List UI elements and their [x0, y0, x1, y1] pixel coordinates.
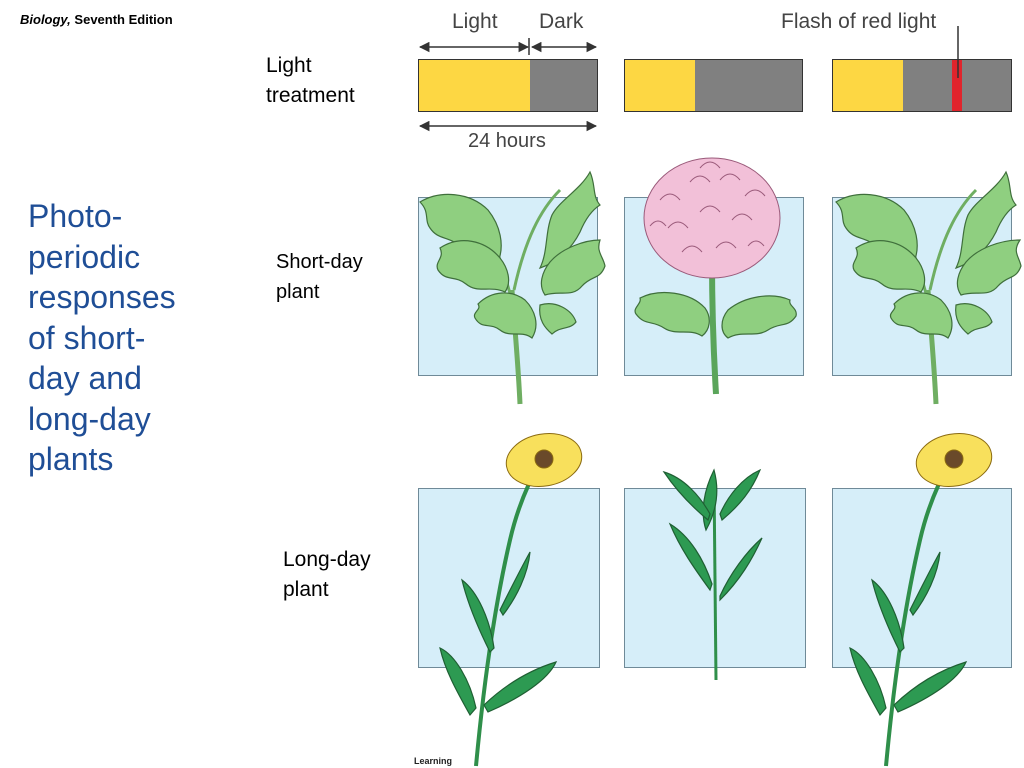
dark-period-label: Dark — [539, 10, 584, 33]
dark-segment — [530, 60, 597, 111]
light-period-label: Light — [452, 10, 498, 33]
publisher-credit: Learning — [414, 756, 453, 766]
chrysanthemum-bloom — [643, 157, 781, 279]
duration-label: 24 hours — [468, 130, 546, 152]
yellow-flower-head — [505, 433, 583, 487]
panel-long-day-1 — [418, 488, 600, 668]
long-day-plant-vegetative — [662, 468, 763, 681]
red-flash-label: Flash of red light — [781, 10, 937, 33]
dark-segment — [695, 60, 802, 111]
row-label-long-day-plant: Long-day plant — [283, 548, 371, 601]
book-edition: Seventh Edition — [74, 12, 173, 27]
light-segment — [625, 60, 695, 111]
light-dark-bar-1 — [418, 59, 598, 112]
row-label-light-treatment: Light treatment — [266, 54, 355, 107]
textbook-edition-label: Biology, Seventh Edition — [20, 12, 173, 27]
short-day-plant-vegetative-1 — [419, 170, 606, 405]
red-flash-segment — [952, 60, 962, 111]
light-duration-arrow — [418, 38, 530, 55]
long-day-plant-flowering-3 — [849, 433, 993, 767]
book-title: Biology, — [20, 12, 71, 27]
light-dark-bar-3 — [832, 59, 1012, 112]
light-dark-bar-2 — [624, 59, 803, 112]
yellow-flower-head — [915, 433, 993, 487]
dark-segment — [903, 60, 952, 111]
short-day-plant-vegetative-3 — [835, 170, 1022, 405]
slide-title: Photo- periodic responses of short- day … — [28, 198, 176, 477]
short-day-plant-flowering — [634, 157, 797, 395]
light-segment — [833, 60, 903, 111]
dark-segment — [962, 60, 1011, 111]
light-segment — [419, 60, 530, 111]
long-day-plant-flowering-1 — [439, 433, 583, 767]
panel-long-day-3 — [832, 488, 1012, 668]
row-label-short-day-plant: Short-day plant — [276, 251, 363, 303]
